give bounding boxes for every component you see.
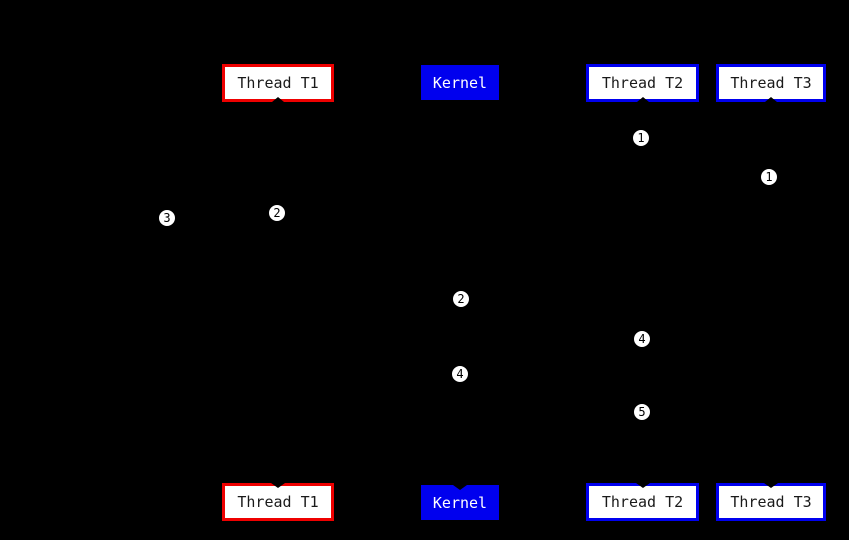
- event-marker-2-thread-t1: 2: [268, 204, 286, 222]
- arrowhead-up-icon: [636, 97, 649, 102]
- event-marker-3-thread-t1: 3: [158, 209, 176, 227]
- arrowhead-down-icon: [271, 483, 285, 488]
- event-marker-2-kernel: 2: [452, 290, 470, 308]
- arrowhead-down-icon: [635, 483, 650, 488]
- event-marker-1-thread-t2: 1: [632, 129, 650, 147]
- bottom-kernel-label: Kernel: [432, 493, 488, 512]
- arrowhead-down-icon: [453, 485, 467, 490]
- event-marker-1-thread-t3: 1: [760, 168, 778, 186]
- top-thread-t3-box: Thread T3: [716, 64, 826, 102]
- top-kernel-label: Kernel: [432, 73, 488, 92]
- top-thread-t2-box: Thread T2: [586, 64, 699, 102]
- event-marker-4-kernel: 4: [451, 365, 469, 383]
- arrowhead-up-icon: [765, 97, 777, 102]
- top-thread-t1-label: Thread T1: [237, 74, 319, 92]
- arrowhead-up-icon: [272, 97, 284, 102]
- bottom-thread-t3-label: Thread T3: [730, 493, 812, 511]
- top-thread-t2-label: Thread T2: [601, 74, 684, 92]
- top-kernel-box: Kernel: [421, 65, 499, 100]
- arrowhead-down-icon: [764, 483, 778, 488]
- bottom-thread-t1-box: Thread T1: [222, 483, 334, 521]
- bottom-thread-t1-label: Thread T1: [237, 493, 319, 511]
- top-thread-t1-box: Thread T1: [222, 64, 334, 102]
- top-thread-t3-label: Thread T3: [730, 74, 812, 92]
- bottom-thread-t2-label: Thread T2: [601, 493, 684, 511]
- bottom-thread-t2-box: Thread T2: [586, 483, 699, 521]
- bottom-kernel-box: Kernel: [421, 485, 499, 520]
- event-marker-4-thread-t2: 4: [633, 330, 651, 348]
- event-marker-5-thread-t2: 5: [633, 403, 651, 421]
- bottom-thread-t3-box: Thread T3: [716, 483, 826, 521]
